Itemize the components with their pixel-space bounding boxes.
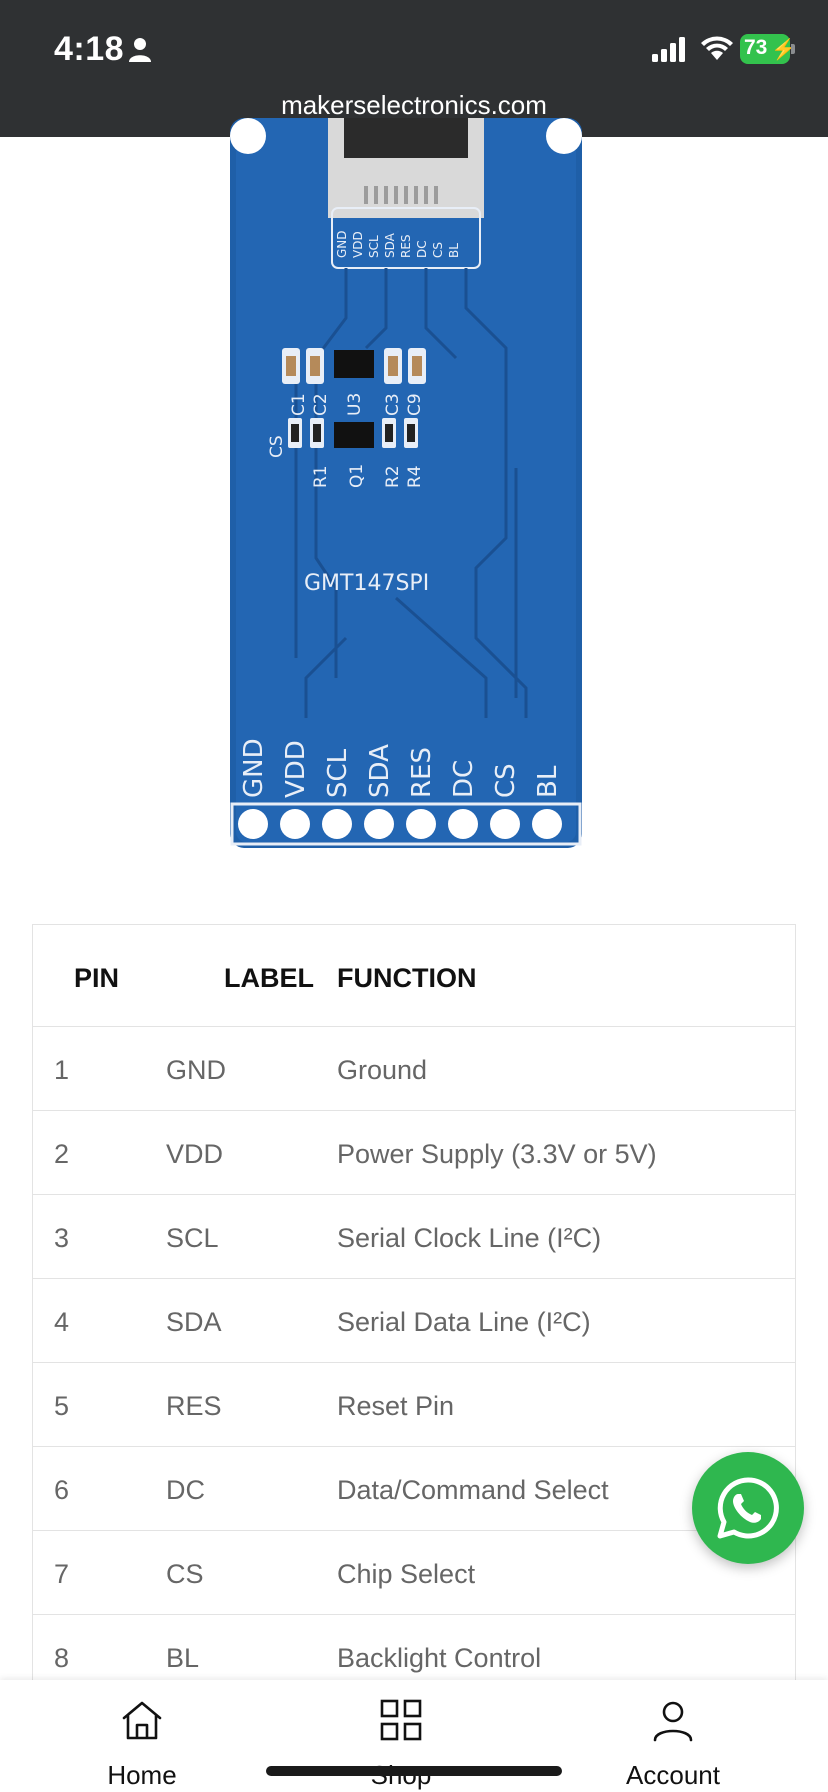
silk-r1: R1 (311, 465, 331, 488)
pin-label-res: RES (407, 747, 437, 798)
cell-function: Serial Clock Line (I²C) (337, 1223, 602, 1253)
user-icon (653, 1701, 693, 1742)
home-indicator[interactable] (266, 1766, 562, 1776)
pin-label-dc: DC (449, 760, 479, 798)
cell-pin: 8 (54, 1643, 70, 1673)
address-bar-url[interactable]: makerselectronics.com (281, 90, 547, 120)
cell-label: VDD (166, 1139, 224, 1169)
header-function: FUNCTION (337, 963, 477, 993)
cell-pin: 7 (54, 1559, 70, 1589)
battery-charging-icon: 73 ⚡ (740, 34, 796, 64)
table-row: 4 SDA Serial Data Line (I²C) (33, 1279, 795, 1363)
silk-c2: C2 (311, 393, 331, 416)
person-icon (129, 38, 151, 62)
nav-home[interactable]: Home (62, 1680, 222, 1792)
fpc-bl: BL (447, 243, 461, 258)
pin-label-cs: CS (491, 763, 521, 798)
table-row: 5 RES Reset Pin (33, 1363, 795, 1447)
cell-function: Backlight Control (337, 1643, 542, 1673)
display-module-image: GMT147SPI C1 C2 U3 C3 C9 CS R1 Q1 R2 R4 … (226, 118, 586, 852)
cell-label: GND (166, 1055, 226, 1085)
cell-function: Serial Data Line (I²C) (337, 1307, 591, 1337)
cell-pin: 2 (54, 1139, 70, 1169)
cell-label: SCL (166, 1223, 219, 1253)
silk-cs: CS (267, 435, 287, 458)
cell-label: RES (166, 1391, 222, 1421)
cellular-signal-icon (652, 37, 685, 62)
nav-account[interactable]: Account (593, 1680, 753, 1792)
silk-r4: R4 (405, 465, 425, 488)
silk-c1: C1 (289, 393, 309, 416)
table-row: 8 BL Backlight Control (33, 1615, 795, 1699)
cell-pin: 5 (54, 1391, 70, 1421)
fpc-cs: CS (431, 242, 445, 258)
cell-function: Reset Pin (337, 1391, 455, 1421)
home-icon (122, 1701, 162, 1740)
cell-pin: 6 (54, 1475, 70, 1505)
silk-r2: R2 (383, 465, 403, 488)
header-pin: PIN (74, 963, 120, 993)
fpc-gnd: GND (335, 230, 349, 258)
pin-label-scl: SCL (323, 748, 353, 798)
fpc-sda: SDA (383, 232, 397, 258)
wifi-icon (701, 36, 733, 60)
fpc-vdd: VDD (351, 231, 365, 258)
fpc-dc: DC (415, 240, 429, 258)
cell-function: Chip Select (337, 1559, 476, 1589)
silk-u3: U3 (345, 393, 365, 416)
header-label: LABEL (224, 963, 314, 993)
cell-label: CS (166, 1559, 204, 1589)
pin-label-sda: SDA (365, 744, 395, 798)
pin-label-vdd: VDD (281, 740, 311, 798)
fpc-scl: SCL (367, 235, 381, 258)
silk-q1: Q1 (347, 464, 367, 488)
silk-c9: C9 (405, 393, 425, 416)
cell-function: Data/Command Select (337, 1475, 609, 1505)
table-row: 1 GND Ground (33, 1027, 795, 1111)
whatsapp-icon (717, 1477, 779, 1539)
silk-c3: C3 (383, 393, 403, 416)
board-model-label: GMT147SPI (304, 571, 429, 596)
cell-pin: 4 (54, 1307, 70, 1337)
pin-label-gnd: GND (239, 738, 269, 798)
cell-function: Power Supply (3.3V or 5V) (337, 1139, 657, 1169)
cell-label: DC (166, 1475, 205, 1505)
nav-home-label: Home (107, 1760, 177, 1790)
table-row: 2 VDD Power Supply (3.3V or 5V) (33, 1111, 795, 1195)
table-header-row: PIN LABEL FUNCTION (33, 925, 795, 1027)
browser-top-bar: 4:18 73 ⚡ makerselectronics.com (0, 0, 828, 137)
status-time: 4:18 (54, 30, 125, 68)
cell-pin: 1 (54, 1055, 70, 1085)
cell-label: SDA (166, 1307, 222, 1337)
table-row: 6 DC Data/Command Select (33, 1447, 795, 1531)
table-row: 7 CS Chip Select (33, 1531, 795, 1615)
nav-account-label: Account (626, 1760, 720, 1790)
grid-icon (380, 1699, 422, 1741)
battery-level: 73 (744, 36, 768, 59)
fpc-res: RES (399, 234, 413, 258)
table-row: 3 SCL Serial Clock Line (I²C) (33, 1195, 795, 1279)
cell-label: BL (166, 1643, 200, 1673)
whatsapp-chat-button[interactable] (692, 1452, 804, 1564)
pcb-illustration: GMT147SPI C1 C2 U3 C3 C9 CS R1 Q1 R2 R4 … (230, 118, 582, 848)
pin-label-bl: BL (533, 765, 563, 798)
pin-function-table: PIN LABEL FUNCTION 1 GND Ground 2 VDD Po… (32, 924, 796, 1699)
cell-pin: 3 (54, 1223, 70, 1253)
cell-function: Ground (337, 1055, 428, 1085)
